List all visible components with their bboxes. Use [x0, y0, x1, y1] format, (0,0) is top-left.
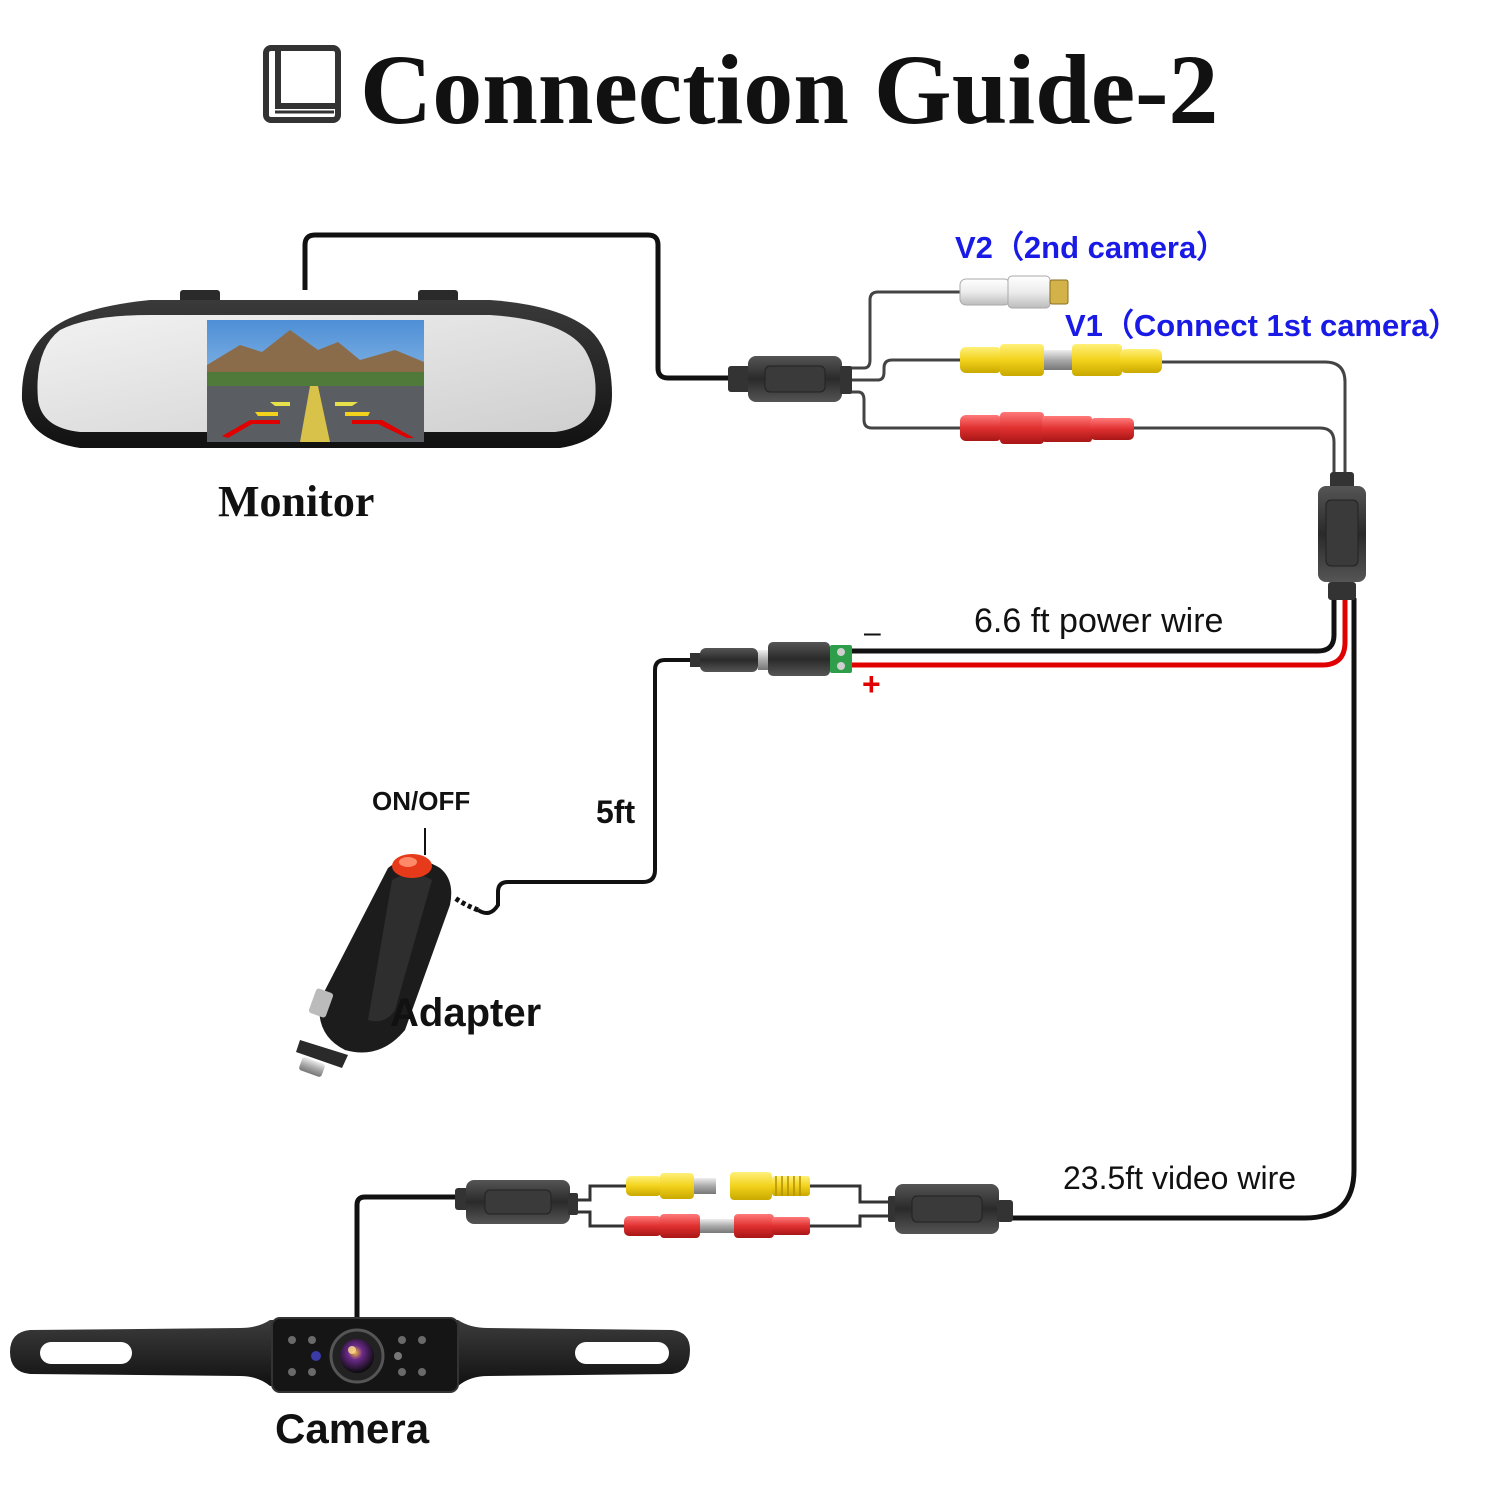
camera-cable — [354, 1194, 458, 1325]
camera-label: Camera — [275, 1405, 430, 1452]
camera-split-wires — [575, 1184, 892, 1228]
power-wire-label: 6.6 ft power wire — [974, 602, 1224, 640]
positive-label: + — [862, 666, 881, 702]
camera-video-rca — [626, 1172, 810, 1200]
power-junction-box — [1318, 472, 1366, 600]
power-wire — [852, 598, 1348, 668]
monitor-screen — [207, 320, 424, 442]
dc-barrel-connector — [690, 642, 852, 676]
split-wires — [850, 290, 962, 430]
video-wire-label: 23.5ft video wire — [1063, 1160, 1297, 1196]
monitor-label: Monitor — [218, 477, 375, 526]
camera-junction-box-left — [455, 1180, 578, 1224]
lighter-adapter — [296, 828, 479, 1077]
adapter-label: Adapter — [390, 991, 542, 1035]
monitor-junction-box — [728, 356, 852, 402]
v1-label: V1（Connect 1st camera） — [1065, 308, 1460, 343]
camera-junction-box-right — [888, 1184, 1013, 1234]
license-plate-camera — [10, 1317, 690, 1393]
book-icon — [263, 45, 341, 123]
v2-label: V2（2nd camera） — [955, 230, 1228, 265]
video-wire — [1010, 598, 1357, 1221]
camera-power-rca — [624, 1214, 810, 1238]
page-title: Connection Guide-2 — [360, 34, 1219, 145]
v2-rca-connector — [959, 275, 1069, 309]
combined-cable — [1134, 360, 1347, 485]
power-rca-connector — [960, 412, 1134, 444]
adapter-cable-length-label: 5ft — [596, 794, 636, 830]
monitor-cable — [302, 232, 730, 381]
negative-label: – — [864, 616, 881, 649]
v1-rca-connector — [960, 344, 1162, 376]
on-off-label: ON/OFF — [372, 786, 471, 816]
adapter-cable — [476, 658, 692, 916]
mirror-monitor — [21, 290, 612, 448]
